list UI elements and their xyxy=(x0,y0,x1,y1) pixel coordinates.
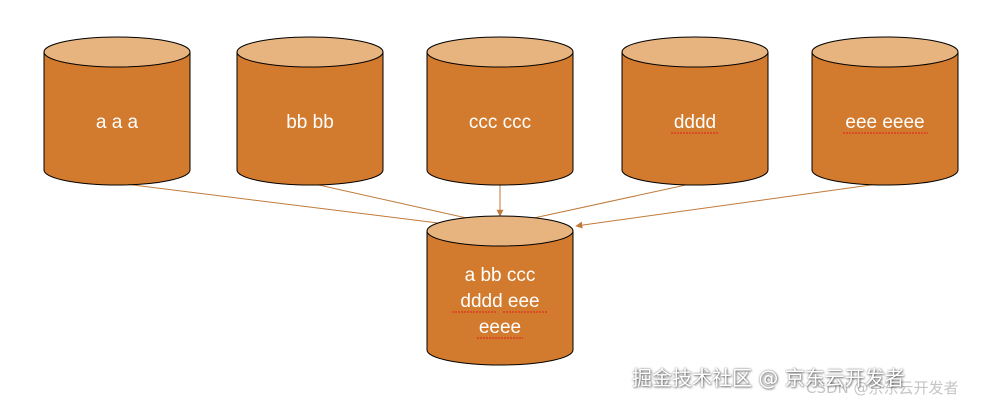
target-label-line-2: dddd eee xyxy=(460,291,539,312)
arrow-e-to-target xyxy=(575,182,886,229)
source-label-a: a a a xyxy=(96,112,139,133)
connectors xyxy=(116,182,886,229)
cylinder-body xyxy=(811,51,959,186)
arrow-d-to-target xyxy=(519,182,696,224)
csdn-watermark: CSDN @京东云开发者 xyxy=(806,379,959,397)
source-database-e: eee eeee xyxy=(811,36,959,186)
cylinder-top xyxy=(426,215,574,247)
cylinder-body xyxy=(43,51,191,186)
cylinder-top xyxy=(426,36,574,68)
target-label-line-1: a bb ccc xyxy=(465,265,536,286)
source-database-b: bb bb xyxy=(236,36,384,186)
cylinder-top xyxy=(43,36,191,68)
target-label-line-3: eeee xyxy=(479,317,521,338)
source-database-c: ccc ccc xyxy=(426,36,574,186)
arrow-b-to-target xyxy=(309,182,481,224)
cylinder-top xyxy=(236,36,384,68)
source-label-d: dddd xyxy=(674,112,716,133)
target-database: a bb ccc dddd eee eeee xyxy=(426,215,574,366)
cylinder-top xyxy=(811,36,959,68)
cylinder-body xyxy=(426,230,574,366)
source-database-a: a a a xyxy=(43,36,191,186)
source-label-e: eee eeee xyxy=(845,112,924,133)
cylinder-body xyxy=(621,51,769,186)
cylinder-top xyxy=(621,36,769,68)
arrow-a-to-target xyxy=(116,182,463,229)
juejin-watermark: 掘金技术社区 @ 京东云开发者 xyxy=(632,366,905,390)
source-database-d: dddd xyxy=(621,36,769,186)
cylinder-body xyxy=(426,51,574,186)
source-label-b: bb bb xyxy=(286,112,334,133)
cylinder-body xyxy=(236,51,384,186)
source-label-c: ccc ccc xyxy=(469,112,531,133)
